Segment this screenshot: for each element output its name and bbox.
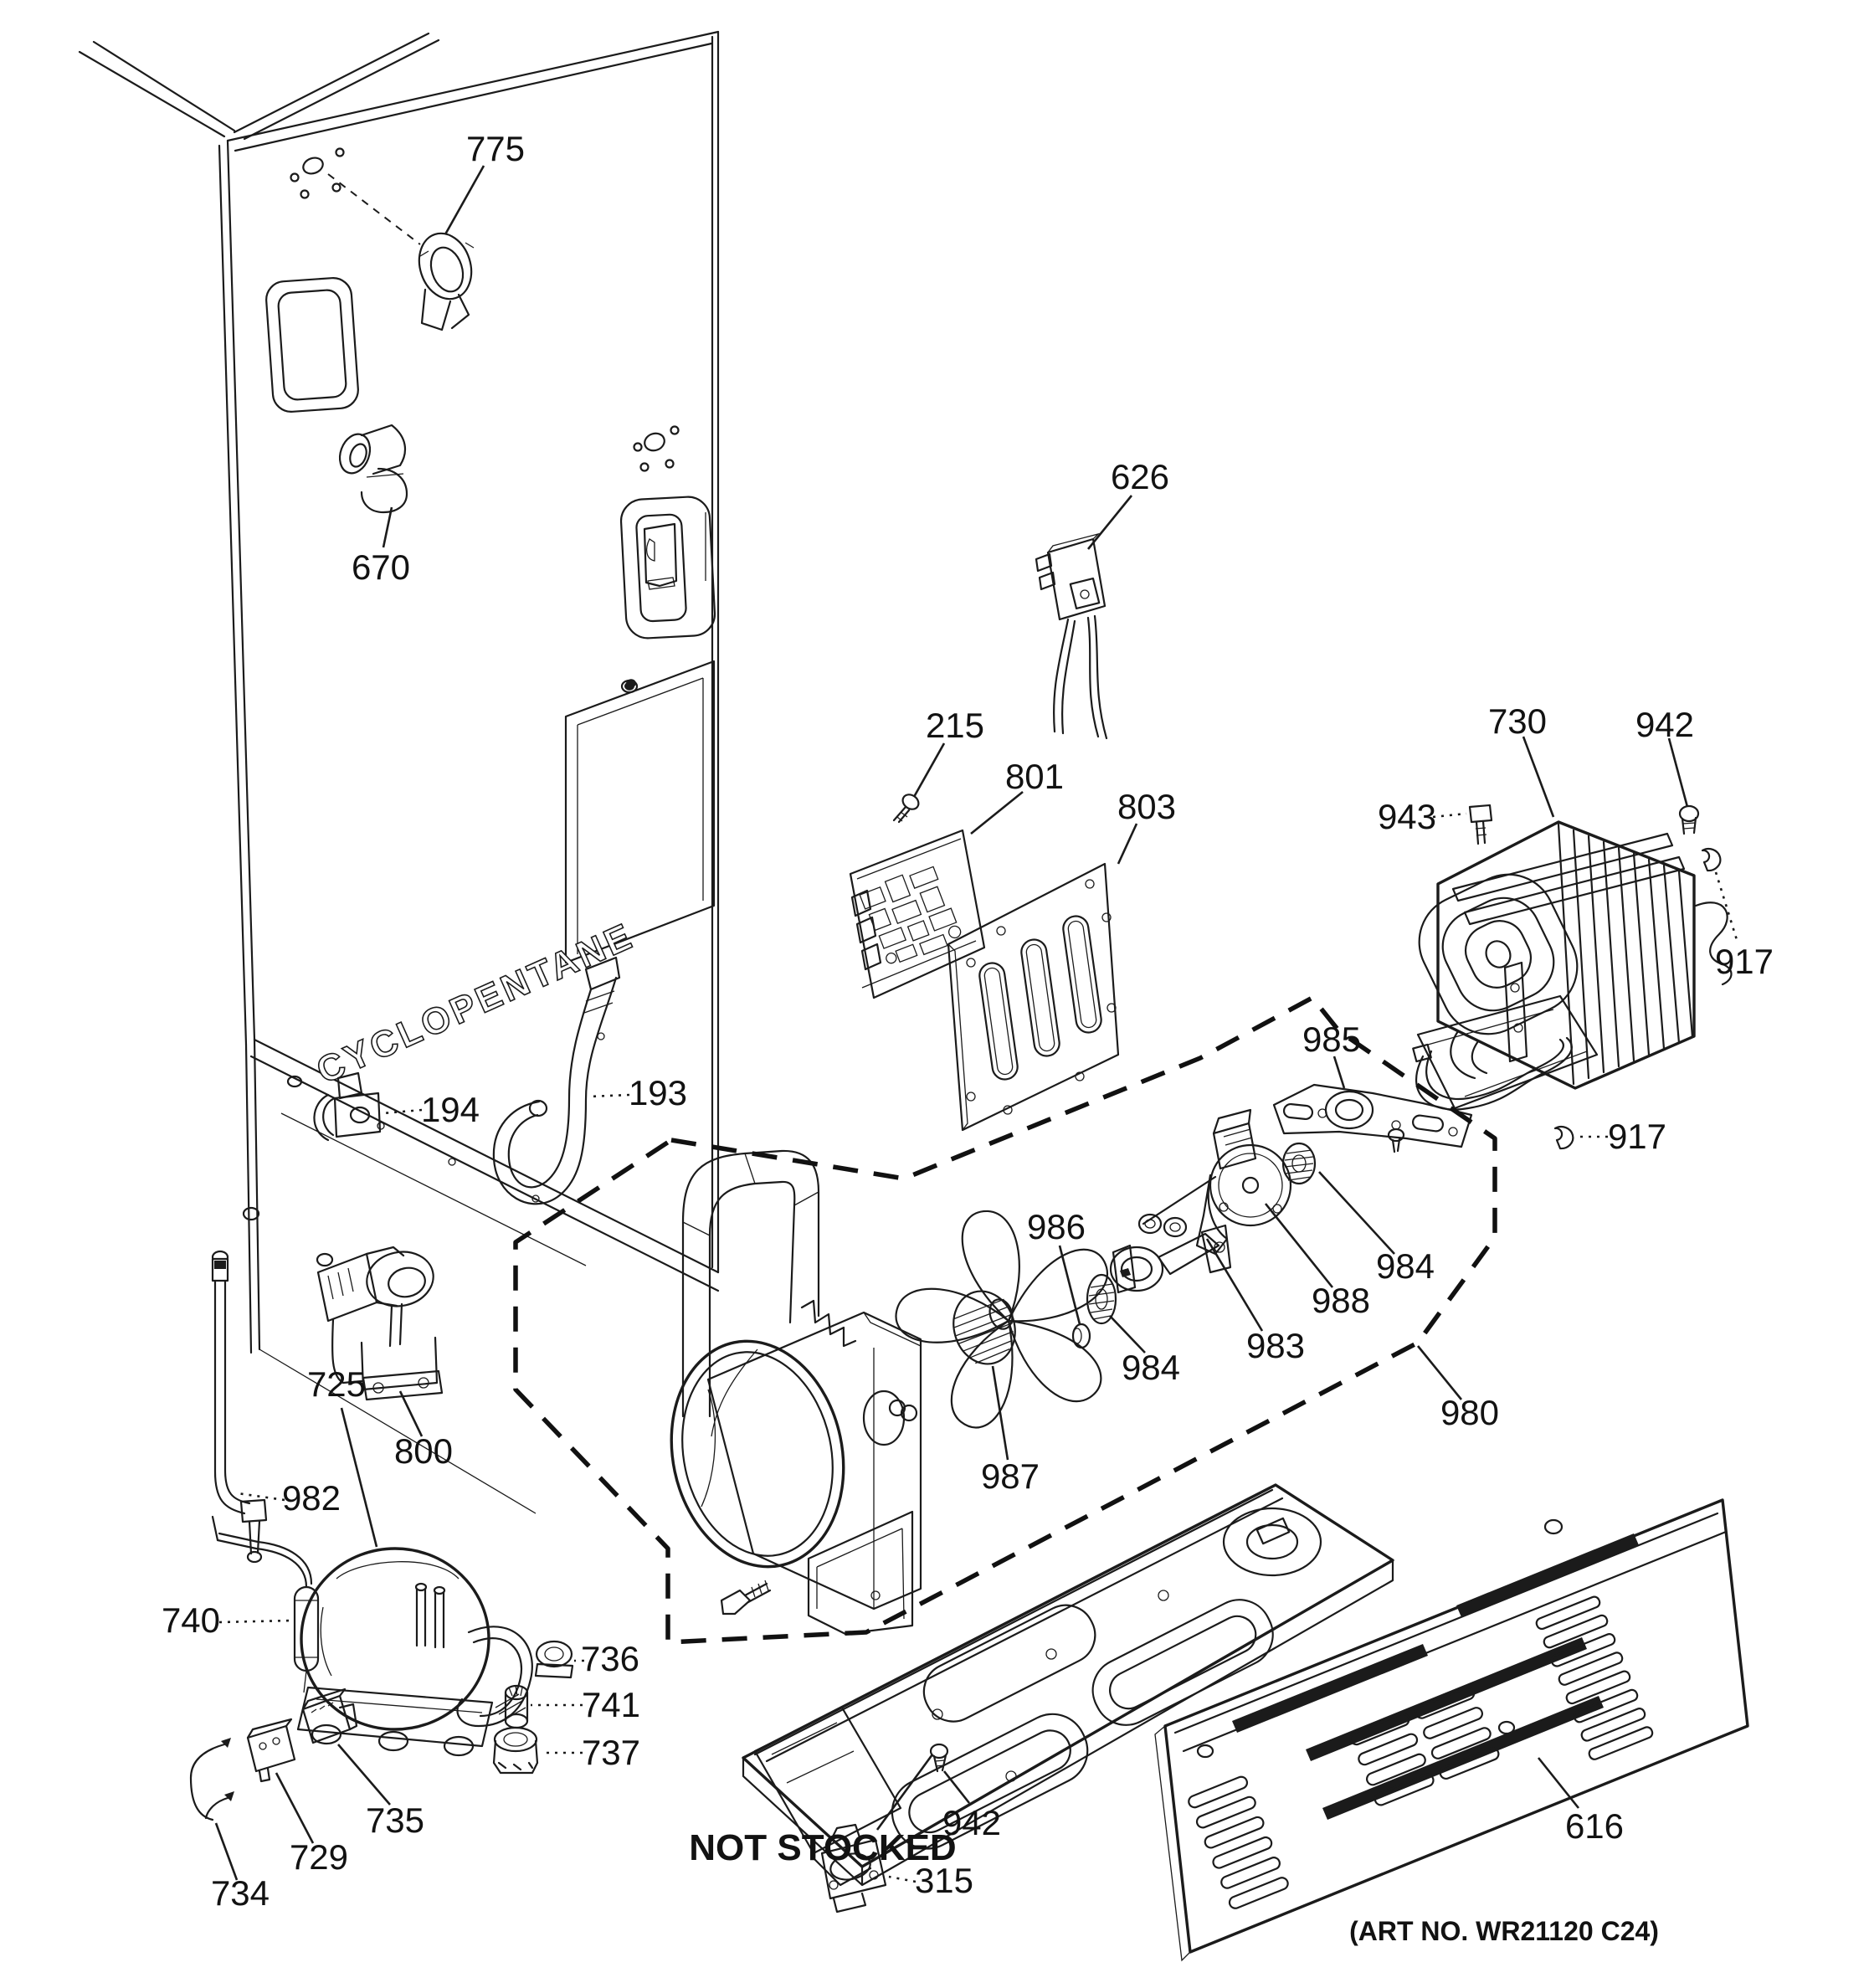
callout-741: 741	[582, 1685, 640, 1724]
wire-harness-734	[189, 1738, 234, 1821]
callout-740: 740	[162, 1600, 220, 1640]
callout-194: 194	[421, 1090, 480, 1129]
water-tube-982	[211, 1250, 268, 1564]
tube-bracket-315	[820, 1823, 887, 1914]
callout-942-top: 942	[1635, 705, 1694, 744]
filter-drier-740	[211, 1515, 320, 1693]
callout-985: 985	[1302, 1020, 1361, 1059]
rear-cover-616	[1154, 1498, 1749, 1962]
callout-734: 734	[211, 1873, 270, 1913]
callout-983: 983	[1246, 1326, 1305, 1365]
screw-943	[1468, 804, 1493, 845]
run-capacitor-729	[246, 1718, 296, 1783]
upper-recess	[265, 277, 359, 413]
fan-motor-bracket-985	[1272, 1083, 1473, 1153]
callout-986: 986	[1027, 1207, 1086, 1246]
callout-917-lower: 917	[1608, 1117, 1666, 1156]
motor-mount-bracket-983	[1109, 1224, 1232, 1294]
callout-725: 725	[307, 1364, 366, 1404]
motor-grommet-986	[1071, 1323, 1091, 1349]
callout-942-bottom: 942	[942, 1803, 1001, 1842]
handle-recess	[619, 496, 716, 640]
mounting-holes-upper	[290, 147, 421, 245]
main-control-board-801	[849, 829, 986, 999]
power-switch-626	[1035, 532, 1108, 740]
screw-942-bottom	[929, 1743, 949, 1773]
callout-735: 735	[366, 1801, 424, 1840]
callout-775: 775	[466, 129, 525, 168]
callout-803: 803	[1117, 787, 1176, 826]
tube-clamp-194	[313, 1071, 382, 1142]
starter-relay-735	[301, 1687, 526, 1744]
shroud-bolt	[720, 1580, 772, 1616]
clip-917-upper	[1701, 848, 1722, 872]
clip-917-lower	[1553, 1126, 1574, 1150]
fan-assembly-boundary-980	[513, 995, 1497, 1645]
condenser-730	[1418, 820, 1733, 1090]
water-tube-eyelet-775	[418, 232, 475, 331]
callout-800: 800	[394, 1431, 453, 1471]
callout-193: 193	[629, 1073, 687, 1112]
callout-984-right: 984	[1376, 1246, 1435, 1286]
condenser-base-and-heater	[1412, 961, 1599, 1111]
callout-980: 980	[1440, 1393, 1499, 1432]
callout-730: 730	[1488, 701, 1547, 741]
lower-access-recess	[564, 660, 716, 964]
motor-damper-984-right	[1281, 1142, 1317, 1185]
fan-blade-987	[895, 1210, 1109, 1429]
callout-729: 729	[290, 1837, 348, 1877]
tube-clamp-736	[534, 1640, 574, 1679]
drain-hose-193	[492, 956, 621, 1205]
callout-984-left: 984	[1122, 1348, 1180, 1387]
compressor-foot-737	[492, 1726, 539, 1775]
not-stocked-note: NOT STOCKED	[689, 1827, 956, 1868]
art-number: (ART NO. WR21120 C24)	[1349, 1916, 1659, 1946]
callout-315: 315	[915, 1861, 973, 1900]
callout-670: 670	[352, 547, 410, 587]
cabinet-back-panel: CYCLOPENTANE	[78, 30, 720, 1514]
water-tube-elbow-670	[338, 424, 408, 514]
callout-943: 943	[1378, 797, 1436, 836]
callout-736: 736	[581, 1639, 639, 1678]
callout-737: 737	[582, 1733, 640, 1772]
callout-626: 626	[1111, 457, 1169, 496]
fan-shroud	[670, 1149, 922, 1636]
callout-801: 801	[1005, 757, 1064, 796]
mounting-holes-mid	[633, 425, 680, 472]
part-labels: 775 670 626 215 801 803 730 942 943 917 …	[162, 129, 1774, 1913]
cyclopentane-marking: CYCLOPENTANE	[311, 915, 640, 1092]
callout-616: 616	[1565, 1806, 1624, 1846]
water-valve-800	[316, 1246, 444, 1401]
shaft-washers	[1137, 1213, 1188, 1238]
callout-987: 987	[981, 1456, 1040, 1496]
compressor-grommet-741	[504, 1684, 529, 1729]
compressor-725	[296, 1547, 533, 1757]
condenser-fan-blower-988	[1142, 1108, 1292, 1256]
lower-edge-holes	[242, 1032, 605, 1267]
callout-917-upper: 917	[1715, 942, 1774, 981]
callout-215: 215	[926, 706, 984, 745]
screw-942-top	[1678, 804, 1700, 835]
screw-215	[892, 794, 920, 824]
leader-lines	[214, 165, 1739, 1883]
callout-982: 982	[282, 1478, 341, 1518]
callout-988: 988	[1312, 1281, 1370, 1320]
control-board-cover-803	[947, 862, 1120, 1132]
